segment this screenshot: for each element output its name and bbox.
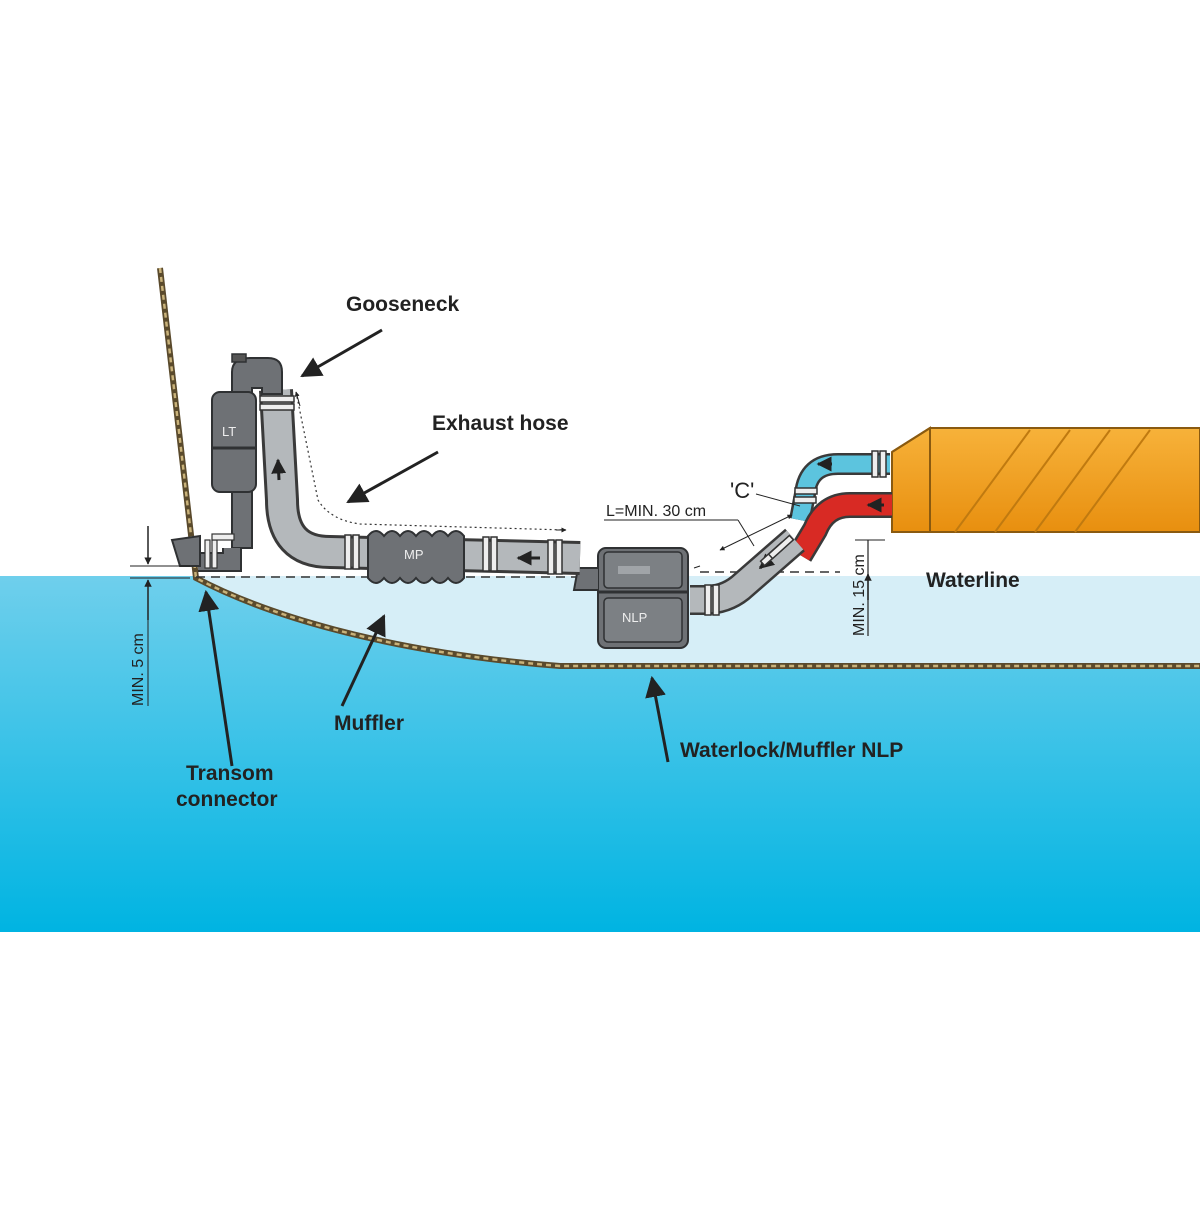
- transom-connector-label-line2: connector: [176, 788, 278, 811]
- min-15-text: MIN. 15 cm: [851, 554, 868, 636]
- hull-interior-water: [196, 576, 1200, 664]
- waterlock-label: Waterlock/Muffler NLP: [680, 739, 903, 762]
- gooseneck-lt: LT: [211, 353, 283, 549]
- muffler-mp: MP: [367, 530, 465, 584]
- min-5-dimension: MIN. 5 cm: [130, 526, 190, 706]
- exhaust-hose-label: Exhaust hose: [432, 412, 569, 435]
- gooseneck-label: Gooseneck: [346, 293, 460, 316]
- min-5-text: MIN. 5 cm: [130, 633, 147, 706]
- muffler-label: Muffler: [334, 712, 404, 735]
- waterlock-nlp: NLP: [572, 547, 689, 649]
- min-15-dimension: MIN. 15 cm: [851, 539, 885, 636]
- transom-connector: [170, 533, 242, 572]
- arrow-icon: [300, 328, 383, 378]
- point-c-text: 'C': [730, 478, 754, 503]
- length-dimension: L=MIN. 30 cm: [604, 503, 793, 569]
- clamp-icon: [871, 450, 879, 478]
- transom-connector-label-line1: Transom: [186, 762, 274, 785]
- nlp-part-label: NLP: [622, 610, 647, 625]
- lt-part-label: LT: [222, 424, 236, 439]
- engine: [891, 426, 1200, 533]
- hose-length-guide: [295, 391, 567, 531]
- mp-part-label: MP: [404, 547, 424, 562]
- length-text: L=MIN. 30 cm: [606, 503, 706, 520]
- waterline-label: Waterline: [926, 569, 1020, 592]
